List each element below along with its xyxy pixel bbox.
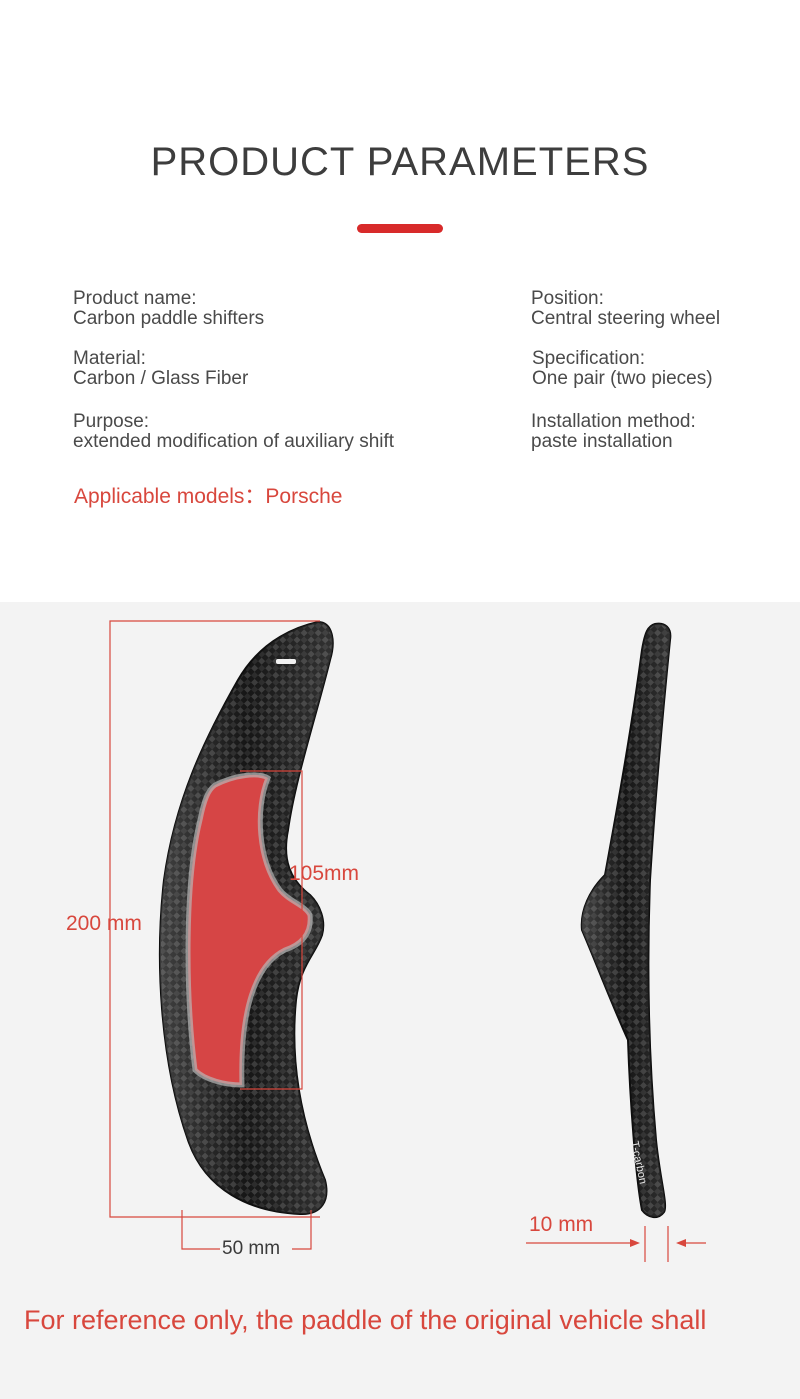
param-specification: Specification: One pair (two pieces) xyxy=(532,349,713,389)
footnote: For reference only, the paddle of the or… xyxy=(24,1305,707,1335)
arrow-right-icon xyxy=(630,1239,640,1247)
param-label: Installation method: xyxy=(531,411,696,432)
paddle-front-image xyxy=(158,620,334,1216)
width-bracket-left xyxy=(181,1210,220,1250)
adhesive-pad xyxy=(188,774,311,1085)
param-value: One pair (two pieces) xyxy=(532,368,713,389)
param-value: Central steering wheel xyxy=(531,308,721,329)
param-label: Material: xyxy=(73,348,146,369)
param-value: Carbon paddle shifters xyxy=(73,308,265,329)
param-value: extended modification of auxiliary shift xyxy=(73,431,395,452)
title-accent-bar xyxy=(357,224,443,233)
param-label: Purpose: xyxy=(73,411,150,432)
dimension-height-label: 200 mm xyxy=(66,912,142,935)
param-label: Position: xyxy=(531,288,604,309)
param-installation: Installation method: paste installation xyxy=(531,412,696,452)
dimension-lines-side xyxy=(526,1226,706,1262)
param-value: Carbon / Glass Fiber xyxy=(73,368,249,389)
param-position: Position: Central steering wheel xyxy=(531,289,720,329)
param-label: Specification: xyxy=(532,348,646,369)
height-bracket xyxy=(109,620,320,1218)
paddle-side-image: T-carbon xyxy=(580,622,672,1218)
applicable-models: Applicable models：Porsche xyxy=(74,485,343,508)
dimension-width-label: 50 mm xyxy=(222,1238,281,1259)
param-material: Material: Carbon / Glass Fiber xyxy=(73,349,248,389)
inner-height-bracket xyxy=(240,770,303,1090)
dimension-panel xyxy=(0,602,800,1399)
param-value: paste installation xyxy=(531,431,673,452)
param-label: Product name: xyxy=(73,288,197,309)
dimension-thickness-label: 10 mm xyxy=(529,1213,594,1236)
paddle-marker xyxy=(276,659,296,664)
parameters-section: PRODUCT PARAMETERS Product name: Carbon … xyxy=(0,0,800,602)
param-purpose: Purpose: extended modification of auxili… xyxy=(73,412,394,452)
arrow-left-icon xyxy=(676,1239,686,1247)
dimension-lines-front xyxy=(109,620,320,1250)
dimension-inner-height-label: 105mm xyxy=(289,862,360,885)
page-title: PRODUCT PARAMETERS xyxy=(150,140,650,184)
param-product-name: Product name: Carbon paddle shifters xyxy=(73,289,264,329)
width-bracket-right xyxy=(292,1210,312,1250)
